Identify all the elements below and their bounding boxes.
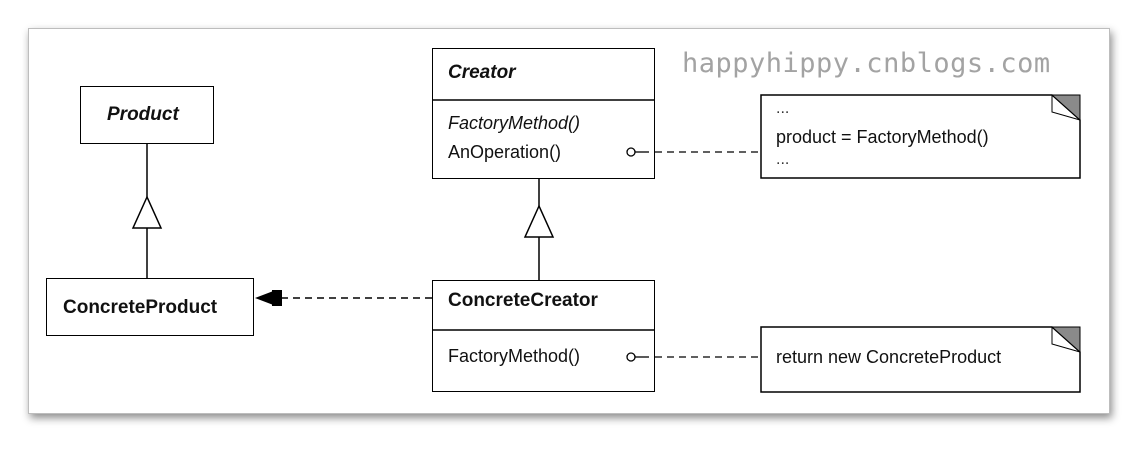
- creator-note-line-2: product = FactoryMethod(): [776, 127, 989, 147]
- watermark: happyhippy.cnblogs.com: [682, 48, 1051, 79]
- concrete-creator-note-line-1: return new ConcreteProduct: [776, 347, 1002, 367]
- creator-class-name: Creator: [448, 62, 516, 83]
- creator-operation-anoperation: AnOperation(): [448, 142, 562, 162]
- creator-operation-factorymethod: FactoryMethod(): [448, 113, 581, 133]
- creator-inheritance-arrow: [523, 204, 555, 238]
- product-class-name: Product: [107, 104, 179, 125]
- creator-note-shape: [760, 94, 1081, 179]
- creator-note-line-1: ...: [776, 100, 790, 117]
- concrete-product-class-name: ConcreteProduct: [63, 297, 218, 318]
- concrete-creator-note-fold: [1050, 326, 1081, 354]
- creator-class: [432, 48, 655, 179]
- product-inheritance-arrow: [131, 195, 163, 229]
- dependency-arrowhead: [255, 290, 276, 306]
- concrete-creator-note-shape: [760, 326, 1081, 393]
- product-class: Product: [80, 86, 214, 144]
- concrete-creator-class-name: ConcreteCreator: [448, 290, 598, 311]
- concrete-product-class: ConcreteProduct: [46, 278, 254, 336]
- creator-note-fold: [1050, 94, 1081, 122]
- creator-note-line-3: ...: [776, 151, 790, 168]
- concrete-creator-operation-factorymethod: FactoryMethod(): [448, 346, 581, 366]
- concrete-creator-class: [432, 280, 655, 392]
